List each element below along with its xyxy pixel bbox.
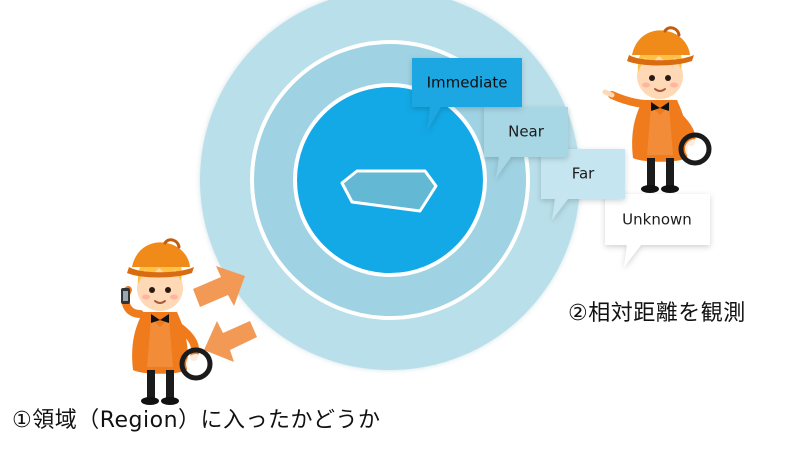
bubble-unknown: Unknown <box>605 194 710 267</box>
bubble-far: Far <box>541 149 625 220</box>
bubble-immediate-label: Immediate <box>427 74 508 92</box>
caption-region: ①領域（Region）に入ったかどうか <box>12 408 381 433</box>
detective-character-left <box>121 238 213 407</box>
bubble-far-label: Far <box>572 165 595 183</box>
detective-character-right <box>602 26 712 195</box>
caption-distance: ②相対距離を観測 <box>568 301 746 326</box>
bubble-immediate: Immediate <box>412 58 522 131</box>
arrow-in-icon <box>193 266 245 307</box>
bubble-near-label: Near <box>508 123 545 141</box>
bubble-unknown-label: Unknown <box>622 211 692 229</box>
arrow-out-icon <box>204 321 257 362</box>
beacon-icon <box>340 169 438 213</box>
bubble-near: Near <box>484 107 568 178</box>
